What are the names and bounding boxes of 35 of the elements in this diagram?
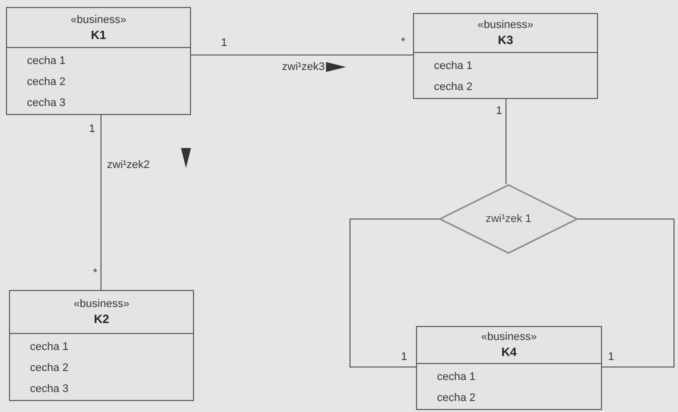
multiplicity-label: 1: [496, 104, 502, 118]
edge-label: zwi¹zek2: [107, 158, 150, 172]
class-name: K4: [501, 344, 517, 360]
attribute-text: cecha 3: [30, 382, 70, 397]
class-box: [413, 13, 598, 99]
attribute-text: cecha 1: [437, 370, 477, 385]
attribute-text: cecha 2: [434, 80, 474, 95]
stereotype-text: «business»: [70, 12, 126, 26]
edge-label: zwi¹zek3: [282, 60, 325, 74]
class-box: [416, 326, 602, 410]
multiplicity-label: 1: [221, 36, 228, 50]
association-line: [578, 218, 674, 368]
multiplicity-label: 1: [89, 122, 96, 136]
multiplicity-label: 1: [608, 350, 614, 364]
multiplicity-label: *: [401, 35, 406, 49]
class-box: [9, 290, 194, 401]
attribute-text: cecha 2: [27, 75, 67, 90]
multiplicity-label: *: [93, 266, 98, 280]
stereotype-text: «business»: [478, 18, 534, 32]
stereotype-text: «business»: [74, 297, 130, 311]
multiplicity-label: 1: [401, 350, 408, 364]
stereotype-text: «business»: [481, 330, 537, 344]
attribute-text: cecha 1: [30, 340, 70, 355]
association-line: [100, 114, 102, 290]
attribute-text: cecha 1: [27, 54, 67, 69]
class-name: K1: [90, 26, 106, 42]
class-box: [6, 7, 191, 115]
attribute-text: cecha 1: [434, 59, 474, 74]
attribute-text: cecha 2: [30, 361, 70, 376]
association-line: [350, 218, 440, 368]
attribute-text: cecha 2: [437, 391, 477, 406]
relationship-name: zwi¹zek 1: [486, 212, 532, 227]
class-name: K2: [94, 311, 110, 327]
class-name: K3: [498, 32, 514, 48]
attribute-text: cecha 3: [27, 96, 67, 111]
